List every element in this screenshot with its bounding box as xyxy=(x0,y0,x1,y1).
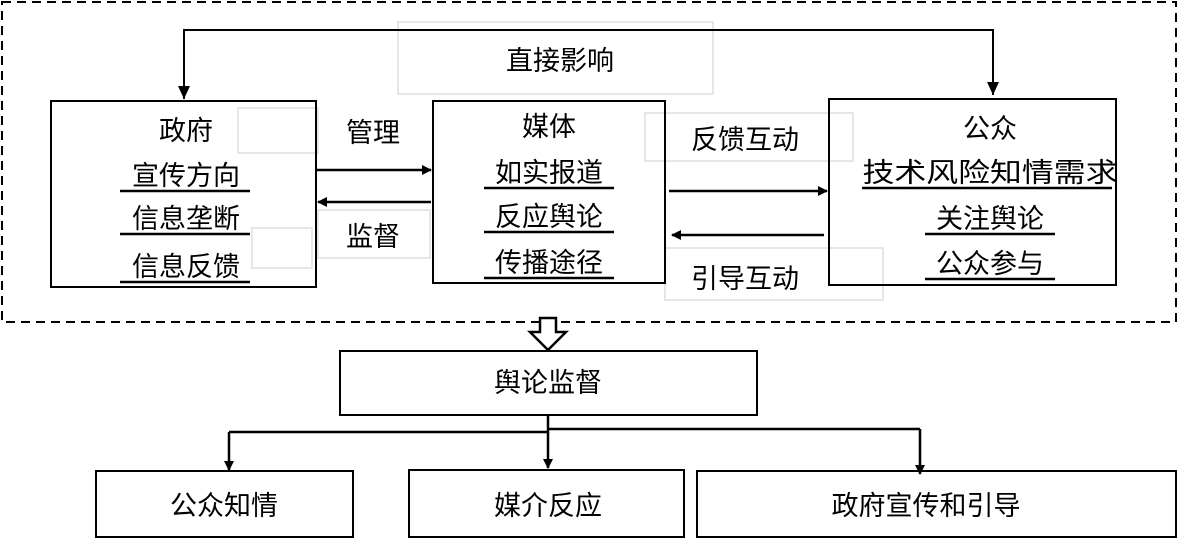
media-box xyxy=(432,100,666,284)
hollow-down-arrow xyxy=(526,316,570,352)
government-box xyxy=(50,100,317,288)
media-underlines xyxy=(484,186,614,280)
public-underlines xyxy=(862,186,1112,281)
direct-influence-arrowhead-right xyxy=(987,82,999,95)
guide-label: 引导互动 xyxy=(691,264,799,295)
government-item-3: 信息反馈 xyxy=(132,252,240,283)
feedback-label: 反馈互动 xyxy=(691,125,799,156)
public-box xyxy=(828,98,1117,286)
government-item-1: 宣传方向 xyxy=(132,161,240,192)
outcome-box-public-knowing xyxy=(95,470,354,538)
direct-influence-line xyxy=(183,29,994,99)
manage-label: 管理 xyxy=(346,118,400,149)
public-item-2: 关注舆论 xyxy=(936,204,1044,235)
public-title: 公众 xyxy=(963,114,1017,145)
media-title: 媒体 xyxy=(522,112,576,143)
outcome-label-gov-guidance: 政府宣传和引导 xyxy=(832,491,1021,522)
dashed-frame xyxy=(1,1,1177,323)
government-item-2: 信息垄断 xyxy=(132,204,240,235)
media-item-1: 如实报道 xyxy=(495,158,603,189)
government-title: 政府 xyxy=(159,116,213,147)
public-item-3: 公众参与 xyxy=(936,249,1044,280)
outcome-label-media-response: 媒介反应 xyxy=(494,491,602,522)
outcome-box-media-response xyxy=(408,469,685,538)
supervise-label: 监督 xyxy=(346,222,400,253)
direct-influence-label: 直接影响 xyxy=(506,46,614,77)
media-item-3: 传播途径 xyxy=(495,248,603,279)
media-item-2: 反应舆论 xyxy=(495,202,603,233)
distribution-lines xyxy=(229,415,920,434)
direct-influence-arrowhead-left xyxy=(178,86,190,99)
outcome-label-public-knowing: 公众知情 xyxy=(170,491,278,522)
opinion-supervision-label: 舆论监督 xyxy=(494,368,602,399)
public-item-1: 技术风险知情需求 xyxy=(863,158,1118,189)
government-underlines xyxy=(120,189,250,284)
outcome-box-gov-guidance xyxy=(696,470,1177,538)
